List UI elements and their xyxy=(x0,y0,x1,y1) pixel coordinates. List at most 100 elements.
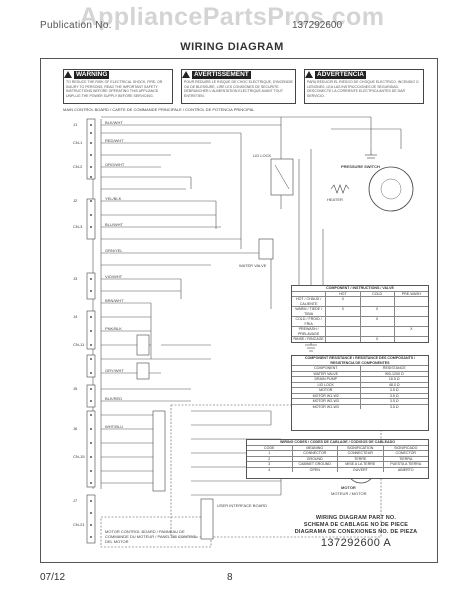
table-row: PREWASH / PRELAVAGE X xyxy=(292,327,428,337)
connector-label: J6 xyxy=(73,426,78,431)
table-cell: 48.0 Ω xyxy=(388,382,400,387)
diagram-part-number: 137292600 A xyxy=(320,537,392,549)
table-cell: 3 xyxy=(247,462,293,467)
warning-icon xyxy=(182,71,190,78)
warning-title: ADVERTENCIA xyxy=(315,70,366,79)
motor-sublabel: MOTEUR / MOTOR xyxy=(331,491,367,496)
table-cell: 1 xyxy=(247,451,293,456)
table-cell: 3.5 Ω xyxy=(389,399,399,403)
table-cell: CABINET GROUND xyxy=(293,462,338,467)
table-header: RESISTANCE xyxy=(382,366,406,370)
connector-label: J7 xyxy=(73,498,78,503)
table-cell xyxy=(395,307,428,316)
wire-label: WHT/BLU xyxy=(105,424,123,429)
table-header: PRE-WASH xyxy=(401,291,421,296)
table-cell: MISE A LA TERRE xyxy=(338,462,384,467)
table-cell xyxy=(326,337,361,342)
table-cell: 900-1200 Ω xyxy=(384,371,404,376)
connector-label: J2 xyxy=(73,198,78,203)
table-cell: X xyxy=(361,317,395,326)
warning-icon xyxy=(64,71,72,78)
table-header: SIGNIFICADO xyxy=(394,445,418,450)
page-title: WIRING DIAGRAM xyxy=(180,41,284,53)
table-cell: DRAIN PUMP xyxy=(292,377,361,382)
connector-label: J3 xyxy=(73,276,78,281)
warning-box-spanish: ADVERTENCIA PARA REDUCIR EL RIESGO DE CH… xyxy=(304,69,424,104)
table-cell: MOTOR W1-W2 xyxy=(292,393,361,398)
title-block: WIRING DIAGRAM PART NO. SCHEMA DE CABLAG… xyxy=(276,515,436,549)
warning-text: PARA REDUCIR EL RIESGO DE CHOQUE ELECTRI… xyxy=(307,80,419,98)
table-title: WIRING CODES / CODES DE CABLAGE / CODIGO… xyxy=(279,440,395,444)
resistance-table: COMPONENT RESISTANCE / RESISTANCE DES CO… xyxy=(291,355,429,431)
connector-label: CN-21 xyxy=(73,522,85,527)
table-cell: X xyxy=(410,327,413,331)
table-cell: CONNECTOR xyxy=(293,451,338,456)
connector-label: J1 xyxy=(73,122,78,127)
heater-label: HEATER xyxy=(327,197,343,202)
title-block-line: SCHEMA DE CABLAGE NO DE PIECE xyxy=(303,522,409,528)
table-header: COLD xyxy=(361,291,395,296)
footer-date: 07/12 xyxy=(40,572,66,583)
page-number: 8 xyxy=(227,572,233,583)
connector-label: CN-15 xyxy=(73,454,85,459)
wire-label: BLK/WHT xyxy=(105,120,123,125)
table-cell: WARM / TIEDE / TIBIA xyxy=(292,307,327,316)
table-cell: MOTOR W2-W3 xyxy=(292,399,361,404)
table-cell: CONNECTEUR xyxy=(338,451,384,456)
connector-label: J4 xyxy=(73,314,78,319)
table-cell xyxy=(361,297,395,306)
table-cell: OUVERT xyxy=(338,467,384,472)
table-cell: X xyxy=(326,297,361,306)
warning-title: AVERTISSEMENT xyxy=(192,70,251,79)
table-cell: PREWASH / PRELAVAGE xyxy=(292,327,327,336)
wire-label: BLU/WHT xyxy=(105,222,123,227)
table-cell: 3.5 Ω xyxy=(389,404,399,409)
wire-label: YEL/BLK xyxy=(105,196,122,201)
table-cell: X xyxy=(361,337,395,342)
table-header xyxy=(292,291,327,296)
lid-lock-label: LID LOCK xyxy=(253,153,272,158)
table-cell: TERRE xyxy=(338,456,384,461)
wire-label: BRN/WHT xyxy=(105,298,124,303)
connector-label: CN-2 xyxy=(73,164,83,169)
table-cell: MOTOR xyxy=(292,388,361,393)
table-cell: CONECTOR xyxy=(395,451,417,455)
warning-box-french: AVERTISSEMENT POUR REDUIRE LE RISQUE DE … xyxy=(181,69,296,104)
table-title: COMPONENT / INSTRUCTIONS / VALVE xyxy=(326,286,394,290)
table-header: HOT xyxy=(326,291,361,296)
motor-control-label: MOTOR CONTROL BOARD / PANNEAU DE COMMAND… xyxy=(105,529,198,544)
connector-label: CN-11 xyxy=(73,342,85,347)
table-row: MOTOR W2-W3 3.5 Ω xyxy=(292,399,428,405)
connector-label: CN-3 xyxy=(73,224,83,229)
table-cell: COLD / FROID / FRIA xyxy=(292,317,327,326)
table-cell xyxy=(361,327,395,336)
table-row: RINSE / RINCAGE X xyxy=(292,337,428,342)
publication-label: Publication No. xyxy=(40,20,112,31)
table-header: SIGNIFICATION xyxy=(338,445,384,450)
warning-icon xyxy=(305,71,313,78)
table-cell: OPEN xyxy=(293,467,338,472)
water-valve-label: WATER VALVE xyxy=(239,263,267,268)
connector-label: CN-1 xyxy=(73,140,83,145)
table-header-row: HOT COLD PRE-WASH xyxy=(292,291,428,297)
user-interface-label: USER INTERFACE BOARD xyxy=(217,503,268,508)
table-row: WARM / TIEDE / TIBIA X X xyxy=(292,307,428,317)
wire-label: GRN/YEL xyxy=(105,248,123,253)
wire-label: BLK/RED xyxy=(105,396,123,401)
table-cell: X xyxy=(361,307,395,316)
connector-label: J5 xyxy=(73,386,78,391)
main-board-caption: MAIN CONTROL BOARD / CARTE DE COMMANDE P… xyxy=(63,107,255,112)
title-block-line: DIAGRAMA DE CONEXIONES NO. DE PIEZA xyxy=(294,529,418,535)
warning-box-english: WARNING TO REDUCE THE RISK OF ELECTRICAL… xyxy=(63,69,173,104)
table-cell: 2 xyxy=(247,456,293,461)
table-header: COMPONENT xyxy=(292,366,361,371)
table-row: HOT / CHAUD / CALIENTE X xyxy=(292,297,428,307)
